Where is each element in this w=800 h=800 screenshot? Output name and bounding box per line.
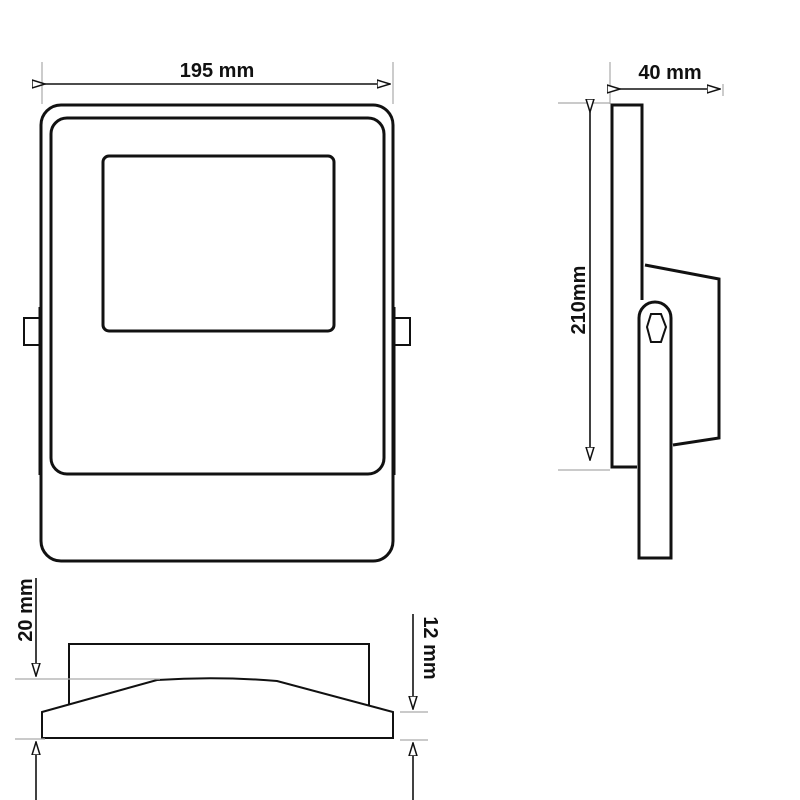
- led-window: [101, 154, 336, 333]
- width-label: 195 mm: [180, 60, 255, 82]
- front-view: 195 mm: [23, 60, 411, 563]
- hex-bolt-icon: [645, 313, 668, 343]
- mounting-bracket: [637, 300, 673, 560]
- side-view: 40 mm 210mm: [558, 62, 724, 560]
- rear-body: [68, 643, 370, 705]
- depth-label: 40 mm: [638, 62, 701, 84]
- front-bezel: [49, 116, 386, 476]
- bracket-knob-left: [23, 317, 41, 346]
- rear-heatsink: [644, 263, 721, 447]
- front-profile: [41, 677, 394, 739]
- bottom-view: 20 mm 12 mm: [15, 578, 441, 800]
- housing-outline: [39, 103, 395, 563]
- height-label: 210mm: [568, 266, 590, 335]
- side-panel: [610, 103, 644, 469]
- bracket-knob-right: [393, 317, 411, 346]
- bottom-total-label: 20 mm: [15, 578, 37, 641]
- bottom-edge-label: 12 mm: [419, 616, 441, 679]
